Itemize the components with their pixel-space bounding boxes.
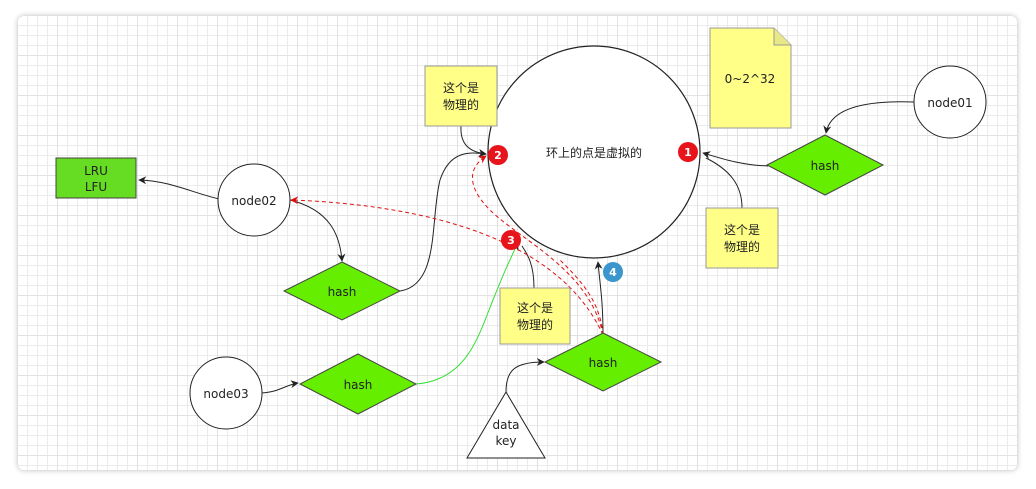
- edge-datakey-to-hash: [505, 358, 545, 393]
- edge-node02-to-cache: [138, 176, 220, 200]
- svg-text:2: 2: [494, 149, 502, 162]
- badge-1-circle: [678, 142, 698, 162]
- cache-line2: LFU: [85, 180, 107, 194]
- edge-note-to-badge2: [460, 125, 487, 158]
- hash-node01[interactable]: hash: [765, 134, 885, 196]
- data-key-line1: data: [492, 418, 519, 432]
- cache-policy-box[interactable]: LRU LFU: [55, 157, 137, 199]
- badge-2: 2: [488, 145, 508, 165]
- hash-node02[interactable]: hash: [282, 261, 402, 321]
- hash-node03[interactable]: hash: [298, 353, 418, 415]
- edge-datakey-path: [559, 259, 604, 336]
- hash-datakey-label: hash: [589, 356, 618, 370]
- edge-datakey-clockwise-to-point2: [471, 155, 604, 336]
- data-key-line2: key: [495, 434, 516, 448]
- edge-note-to-badge1: [705, 157, 743, 209]
- badge-4-circle: [603, 262, 623, 282]
- edge-hash03-to-ring: [415, 242, 519, 385]
- hash-node01-label: hash: [811, 159, 840, 173]
- note1-line2: 物理的: [443, 97, 479, 112]
- edge-node01-to-hash: [823, 101, 915, 134]
- range-note-label: 0~2^32: [725, 72, 776, 86]
- ring-circle[interactable]: [487, 45, 701, 259]
- badge-2-circle: [488, 145, 508, 165]
- hash-datakey[interactable]: hash: [543, 332, 663, 392]
- note3-line2: 物理的: [517, 317, 553, 332]
- hash-node02-label: hash: [328, 285, 357, 299]
- hash-ring[interactable]: 环上的点是虚拟的: [487, 45, 701, 259]
- edge-node02-to-hash: [289, 199, 346, 262]
- note3-line1: 这个是: [517, 300, 553, 315]
- svg-text:1: 1: [684, 146, 692, 159]
- badge-4: 4: [603, 262, 623, 282]
- note2-line2: 物理的: [724, 239, 760, 254]
- edge-note-to-badge3: [521, 245, 535, 289]
- badge-1: 1: [678, 142, 698, 162]
- node02[interactable]: node02: [217, 163, 291, 237]
- node01-label: node01: [927, 96, 972, 110]
- badge-3: 3: [501, 230, 521, 250]
- data-key-triangle[interactable]: data key: [466, 391, 546, 459]
- note2-line1: 这个是: [724, 222, 760, 237]
- range-note[interactable]: 0~2^32: [709, 27, 792, 129]
- range-note-shape[interactable]: [709, 27, 792, 129]
- edge-hash02-to-ring: [399, 149, 487, 292]
- note-physical-1[interactable]: 这个是 物理的: [424, 65, 498, 127]
- note-physical-2[interactable]: 这个是 物理的: [705, 207, 779, 269]
- edge-hash01-to-ring: [702, 151, 769, 167]
- edge-datakey-lookup-node02: [290, 196, 604, 336]
- fold-corner-icon: [773, 28, 791, 46]
- dashed-connectors: [290, 155, 604, 336]
- node01[interactable]: node01: [913, 65, 987, 139]
- edge-hash-to-ring-point4: [594, 261, 604, 336]
- badge-3-circle: [501, 230, 521, 250]
- node02-label: node02: [231, 194, 276, 208]
- connectors: [138, 101, 915, 394]
- ring-label: 环上的点是虚拟的: [546, 145, 642, 160]
- note-physical-3[interactable]: 这个是 物理的: [499, 287, 571, 345]
- note1-line1: 这个是: [443, 80, 479, 95]
- node03[interactable]: node03: [189, 356, 263, 430]
- svg-text:3: 3: [507, 234, 515, 247]
- node03-label: node03: [203, 387, 248, 401]
- hash-node03-label: hash: [344, 378, 373, 392]
- svg-text:4: 4: [609, 266, 617, 279]
- edge-node03-to-hash: [260, 380, 299, 394]
- cache-line1: LRU: [84, 164, 108, 178]
